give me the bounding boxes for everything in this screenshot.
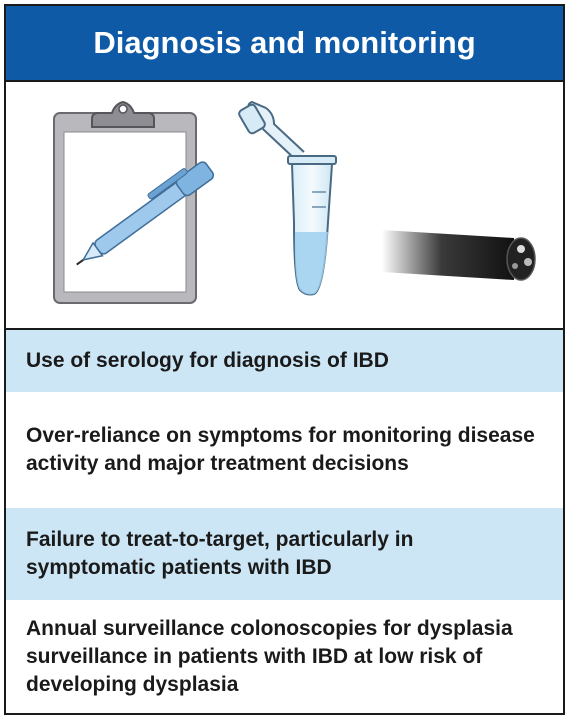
panel-title: Diagnosis and monitoring (93, 25, 476, 60)
illustration-area (6, 82, 563, 330)
list-item-surveillance: Annual surveillance colonoscopies for dy… (6, 600, 563, 713)
pen-icon (76, 161, 215, 266)
list-item-symptoms: Over-reliance on symptoms for monitoring… (6, 392, 563, 508)
panel-header: Diagnosis and monitoring (6, 6, 563, 82)
endoscope-icon (382, 230, 536, 281)
list-item-serology: Use of serology for diagnosis of IBD (6, 330, 563, 392)
info-panel: Diagnosis and monitoring (4, 4, 565, 715)
test-tube-icon (238, 100, 337, 296)
list-item-text: Annual surveillance colonoscopies for dy… (26, 616, 513, 696)
list-item-text: Use of serology for diagnosis of IBD (26, 349, 389, 372)
list-item-treat-to-target: Failure to treat-to-target, particularly… (6, 508, 563, 600)
list-item-text: Failure to treat-to-target, particularly… (26, 528, 414, 579)
illustration-svg (53, 100, 536, 304)
list-item-text: Over-reliance on symptoms for monitoring… (26, 424, 535, 475)
